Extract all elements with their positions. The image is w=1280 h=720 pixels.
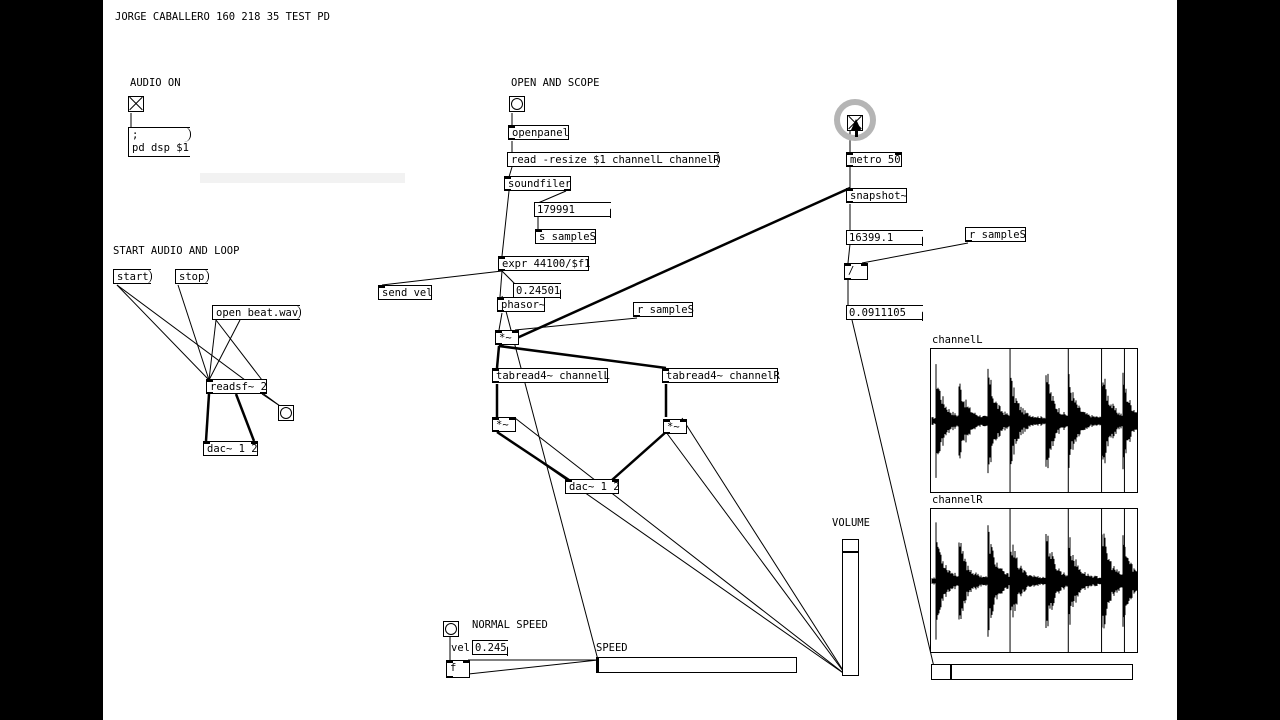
cursor-highlight: [834, 99, 876, 141]
receive-samples-object[interactable]: r sampleS: [633, 302, 694, 317]
frequency-number[interactable]: 0.24501: [513, 283, 561, 298]
tabread-right-object[interactable]: tabread4~ channelR: [662, 368, 780, 383]
metro-object[interactable]: metro 50: [846, 152, 902, 167]
channel-right-array-name: channelR: [932, 494, 983, 506]
cursor-stem: [855, 129, 858, 137]
volume-slider-knob[interactable]: [843, 550, 858, 553]
multiply-position-label: *~: [499, 332, 512, 344]
metro-label: metro 50: [850, 154, 901, 166]
normal-speed-label: NORMAL SPEED: [472, 619, 548, 631]
tabread-left-label: tabread4~ channelL: [496, 370, 610, 382]
divide-object[interactable]: /: [844, 263, 868, 280]
dac-center-object[interactable]: dac~ 1 2: [565, 479, 620, 494]
waveform-path: [931, 522, 1137, 640]
soundfiler-label: soundfiler: [508, 178, 572, 190]
tabread-left-object[interactable]: tabread4~ channelL: [492, 368, 610, 383]
snapshot-label: snapshot~: [850, 190, 907, 202]
expr-object[interactable]: expr 44100/$f1: [498, 256, 591, 271]
dac-center-label: dac~ 1 2: [569, 481, 620, 493]
phasor-object[interactable]: phasor~: [497, 297, 545, 312]
expr-label: expr 44100/$f1: [502, 258, 591, 270]
dsp-message-text: pd dsp $1: [132, 142, 189, 154]
channel-left-array[interactable]: [930, 348, 1138, 493]
position-number[interactable]: 0.0911105: [846, 305, 923, 320]
float-object[interactable]: f: [446, 660, 470, 678]
read-resize-message[interactable]: read -resize $1 channelL channelR: [507, 152, 720, 167]
multiply-position-object[interactable]: *~: [495, 330, 519, 345]
position-slider-knob[interactable]: [949, 665, 952, 679]
start-message[interactable]: start: [113, 269, 152, 284]
dac-left-label: dac~ 1 2: [207, 443, 258, 455]
vel-number[interactable]: 0.245: [472, 640, 508, 655]
tabread-right-label: tabread4~ channelR: [666, 370, 780, 382]
channel-right-array[interactable]: [930, 508, 1138, 653]
openpanel-label: openpanel: [512, 127, 569, 139]
receive-samples-2-label: r sampleS: [969, 229, 1026, 241]
readsf-done-bang[interactable]: [278, 405, 294, 421]
patch-title: JORGE CABALLERO 160 218 35 TEST PD: [115, 11, 330, 23]
waveform-path: [931, 364, 1137, 478]
phasor-label: phasor~: [501, 299, 546, 311]
dsp-message[interactable]: ; pd dsp $1: [128, 127, 191, 157]
cursor-arrow-icon: [851, 119, 861, 130]
send-samples-label: s sampleS: [539, 231, 596, 243]
speed-label: SPEED: [596, 642, 628, 654]
vel-label: vel: [451, 642, 470, 654]
send-vel-object[interactable]: send vel: [378, 285, 433, 300]
receive-samples-label: r sampleS: [637, 304, 694, 316]
channel-left-array-name: channelL: [932, 334, 983, 346]
send-vel-label: send vel: [382, 287, 433, 299]
dsp-message-semicolon: ;: [132, 129, 139, 141]
open-and-scope-label: OPEN AND SCOPE: [511, 77, 600, 89]
multiply-right-label: *~: [667, 421, 680, 433]
speed-slider[interactable]: [596, 657, 797, 673]
divide-label: /: [848, 265, 855, 277]
multiply-left-object[interactable]: *~: [492, 417, 516, 432]
receive-samples-2-object[interactable]: r sampleS: [965, 227, 1026, 242]
open-bang[interactable]: [509, 96, 525, 112]
multiply-left-label: *~: [496, 419, 509, 431]
start-audio-loop-label: START AUDIO AND LOOP: [113, 245, 240, 257]
open-beat-message[interactable]: open beat.wav: [212, 305, 301, 320]
volume-slider[interactable]: [842, 539, 859, 676]
stop-message[interactable]: stop: [175, 269, 209, 284]
send-samples-object[interactable]: s sampleS: [535, 229, 596, 244]
audio-on-label: AUDIO ON: [130, 77, 181, 89]
snapshot-object[interactable]: snapshot~: [846, 188, 907, 203]
normal-speed-bang[interactable]: [443, 621, 459, 637]
position-slider[interactable]: [931, 664, 1133, 680]
volume-label: VOLUME: [832, 517, 870, 529]
audio-on-toggle[interactable]: [128, 96, 144, 112]
float-label: f: [450, 662, 457, 674]
channel-right-waveform: [931, 509, 1137, 652]
dac-left-object[interactable]: dac~ 1 2: [203, 441, 258, 456]
samples-number[interactable]: 179991: [534, 202, 611, 217]
multiply-right-object[interactable]: *~: [663, 419, 687, 434]
openpanel-object[interactable]: openpanel: [508, 125, 569, 140]
gray-divider: [200, 173, 405, 183]
soundfiler-object[interactable]: soundfiler: [504, 176, 571, 191]
snapshot-number[interactable]: 16399.1: [846, 230, 923, 245]
channel-left-waveform: [931, 349, 1137, 492]
readsf-object[interactable]: readsf~ 2: [206, 379, 267, 394]
speed-slider-knob[interactable]: [597, 658, 599, 672]
readsf-object-label: readsf~ 2: [210, 381, 267, 393]
